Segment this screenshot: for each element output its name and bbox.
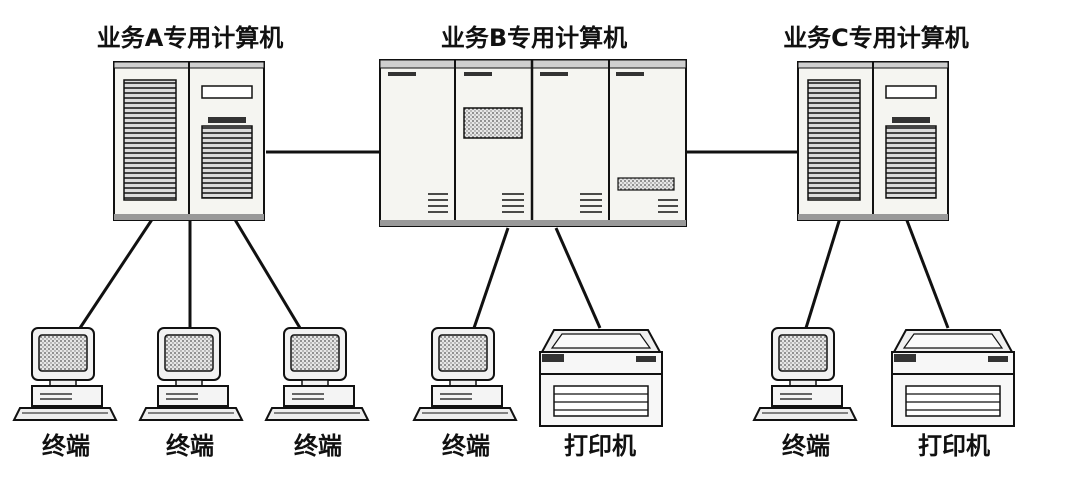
label-terminal-b1: 终端 (442, 432, 490, 460)
link-c-terminal (804, 217, 842, 329)
printer-b (539, 329, 663, 427)
terminal-a1 (13, 327, 117, 421)
label-mainframe-a: 业务A专用计算机 (97, 24, 284, 52)
mainframe-b (379, 59, 687, 227)
label-printer-b: 打印机 (564, 432, 636, 460)
label-printer-c: 打印机 (918, 432, 990, 460)
link-a-terminal-3 (232, 217, 302, 329)
mainframe-a (113, 61, 265, 221)
link-c-printer (904, 217, 950, 329)
link-b-printer (554, 227, 602, 329)
terminal-a3 (265, 327, 369, 421)
label-terminal-c1: 终端 (782, 432, 830, 460)
link-a-terminal-1 (78, 217, 155, 329)
terminal-a2 (139, 327, 243, 421)
label-mainframe-c: 业务C专用计算机 (783, 24, 969, 52)
label-mainframe-b: 业务B专用计算机 (441, 24, 627, 52)
label-terminal-a3: 终端 (294, 432, 342, 460)
label-terminal-a1: 终端 (42, 432, 90, 460)
connection-lines (78, 150, 950, 329)
link-b-terminal (472, 227, 510, 329)
terminal-c1 (753, 327, 857, 421)
label-terminal-a2: 终端 (166, 432, 214, 460)
printer-c (891, 329, 1015, 427)
mainframe-c (797, 61, 949, 221)
terminal-b1 (413, 327, 517, 421)
